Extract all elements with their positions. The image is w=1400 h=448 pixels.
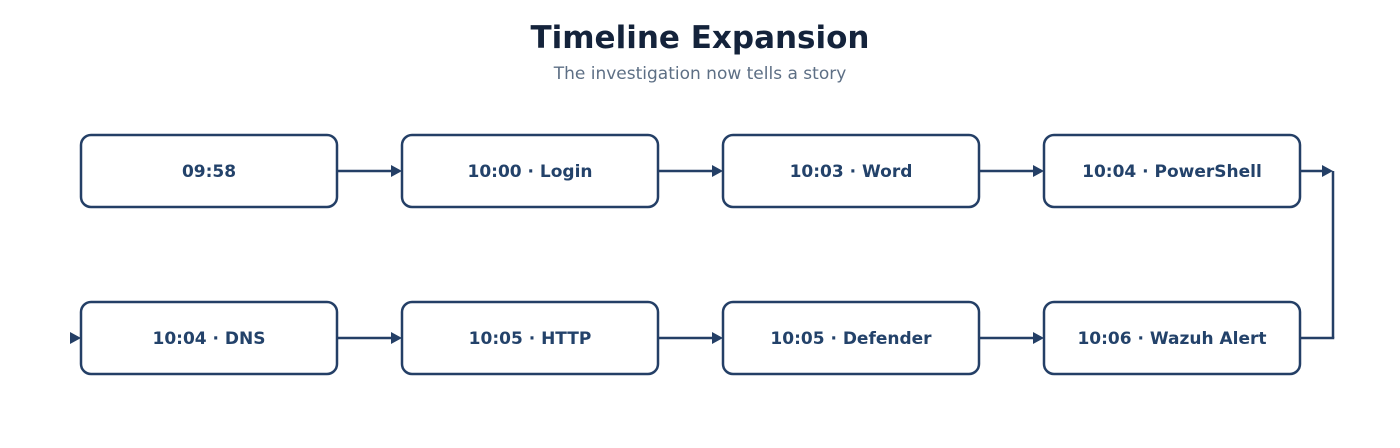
- event-node: [400, 133, 660, 209]
- event-label: 10:00 · Login: [467, 162, 592, 182]
- arrow-head: [391, 332, 402, 344]
- arrow-head: [70, 332, 81, 344]
- page-subtitle: The investigation now tells a story: [553, 64, 847, 84]
- arrow-head: [1322, 165, 1333, 177]
- event-label: 10:03 · Word: [790, 162, 913, 182]
- event-node: [79, 300, 339, 376]
- event-label: 10:04 · DNS: [153, 329, 266, 349]
- event-label: 10:05 · HTTP: [469, 329, 592, 349]
- event-label: 10:06 · Wazuh Alert: [1077, 329, 1266, 349]
- arrow-head: [1033, 332, 1044, 344]
- event-node: [1042, 300, 1302, 376]
- event-node: [1042, 133, 1302, 209]
- event-label: 10:04 · PowerShell: [1082, 162, 1262, 182]
- arrow-head: [712, 165, 723, 177]
- event-node: [400, 300, 660, 376]
- event-node: [721, 133, 981, 209]
- arrow-head: [1033, 165, 1044, 177]
- page-title: Timeline Expansion: [530, 20, 870, 56]
- event-label: 10:05 · Defender: [770, 329, 932, 349]
- arrow-head: [391, 165, 402, 177]
- event-label: 09:58: [182, 162, 236, 182]
- event-node: [721, 300, 981, 376]
- event-node: [79, 133, 339, 209]
- arrow-head: [712, 332, 723, 344]
